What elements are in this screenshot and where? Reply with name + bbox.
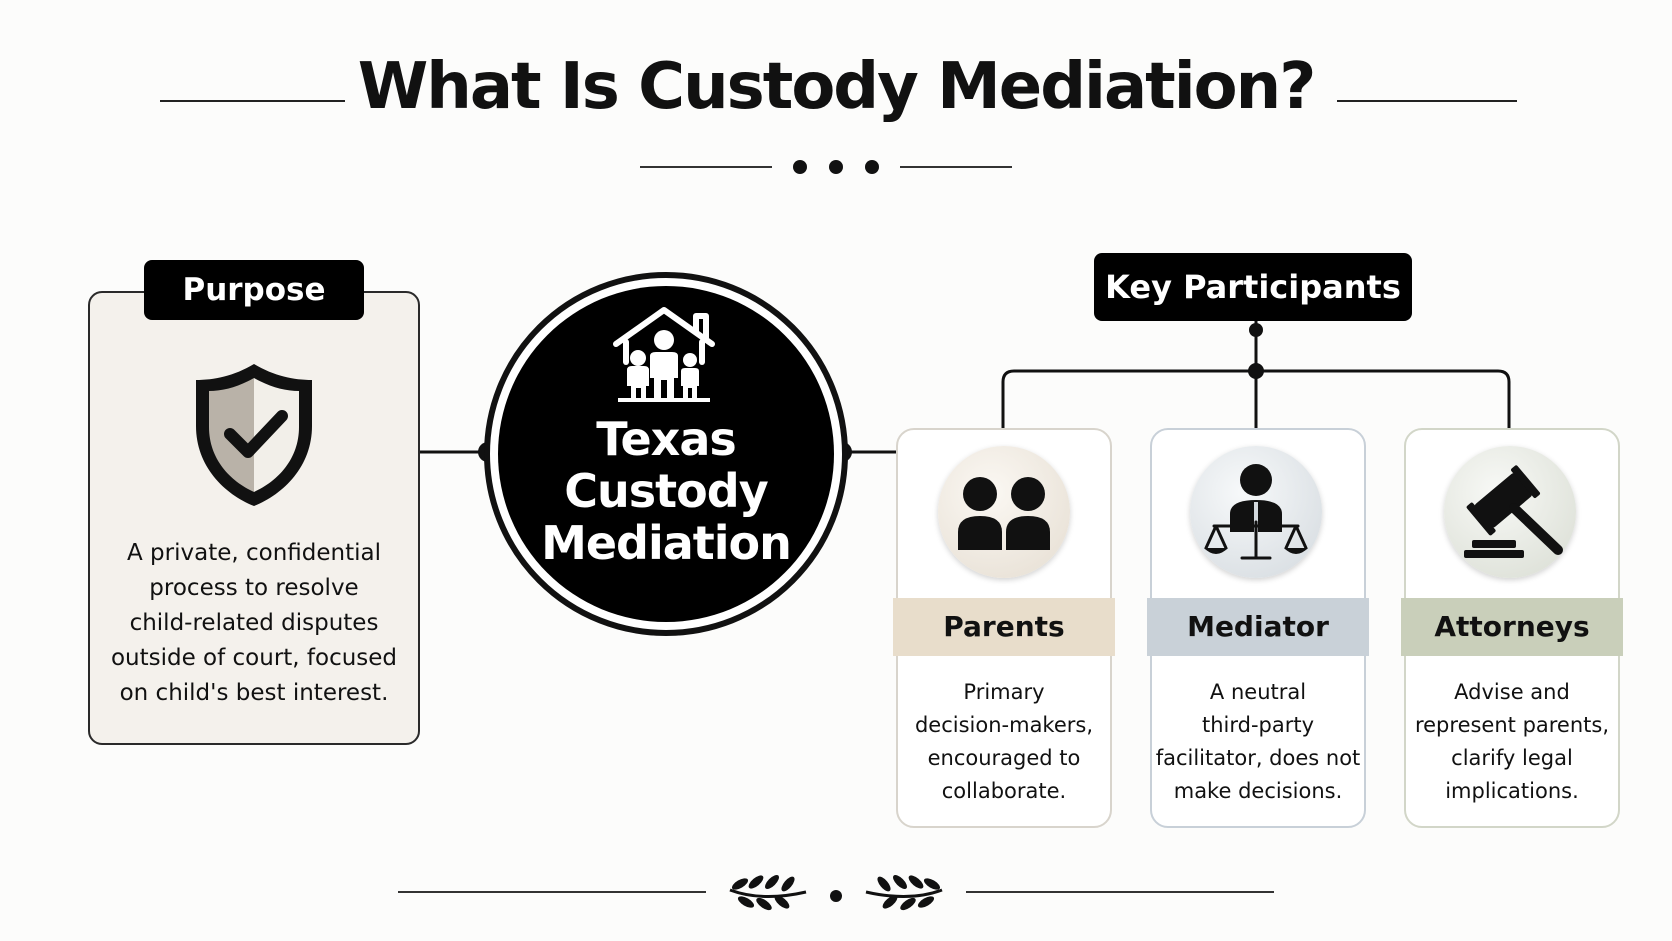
subtitle-rule-right <box>900 166 1012 168</box>
title-rule-right <box>1337 100 1517 102</box>
center-label-line: Texas <box>596 412 737 466</box>
center-label-line: Custody <box>564 464 768 518</box>
house-family-icon <box>613 307 715 402</box>
attorneys-description-line: clarify legal <box>1451 746 1573 770</box>
mediator-label: Mediator <box>1147 598 1369 656</box>
purpose-line: child-related disputes <box>129 610 379 636</box>
parents-label: Parents <box>893 598 1115 656</box>
purpose-tag: Purpose <box>144 260 364 320</box>
attorneys-description-line: implications. <box>1445 779 1579 803</box>
attorneys-description: Advise and represent parents, clarify le… <box>1407 676 1617 808</box>
attorneys-description-line: Advise and <box>1454 680 1570 704</box>
center-label-line: Mediation <box>541 516 792 570</box>
ornament-dot <box>865 160 879 174</box>
ornament-dot <box>829 160 843 174</box>
parents-description: Primary decision-makers, encouraged to c… <box>899 676 1109 808</box>
footer-rule-right <box>966 891 1274 893</box>
key-participants-tag: Key Participants <box>1094 253 1412 321</box>
purpose-line: process to resolve <box>149 575 359 601</box>
title-rule-left <box>160 100 345 102</box>
parents-icon-circle <box>938 446 1070 578</box>
shield-check-icon <box>196 364 312 506</box>
laurel-ornament-icon <box>729 875 943 911</box>
mediator-description-line: A neutral <box>1209 680 1307 704</box>
purpose-line: on child's best interest. <box>119 680 389 706</box>
purpose-line: A private, confidential <box>127 540 381 566</box>
footer-rule-left <box>398 891 706 893</box>
parents-description-line: Primary <box>963 680 1045 704</box>
center-label: Texas Custody Mediation <box>498 413 834 569</box>
mediator-description-line: facilitator, does not <box>1155 746 1361 770</box>
parents-description-line: encouraged to <box>927 746 1081 770</box>
purpose-line: outside of court, focused <box>110 645 398 671</box>
mediator-description-line: third-party <box>1201 713 1315 737</box>
mediator-description-line: make decisions. <box>1173 779 1343 803</box>
ornament-dot <box>793 160 807 174</box>
attorneys-label: Attorneys <box>1401 598 1623 656</box>
two-people-icon <box>958 477 1050 550</box>
subtitle-rule-left <box>640 166 772 168</box>
mediator-scales-icon <box>1204 464 1308 560</box>
purpose-description: A private, confidential process to resol… <box>108 536 400 711</box>
parents-description-line: collaborate. <box>941 779 1067 803</box>
gavel-icon <box>1464 465 1563 558</box>
mediator-description: A neutral third-party facilitator, does … <box>1153 676 1363 808</box>
attorneys-description-line: represent parents, <box>1414 713 1610 737</box>
parents-description-line: decision-makers, <box>914 713 1094 737</box>
page-title: What Is Custody Mediation? <box>357 50 1317 124</box>
